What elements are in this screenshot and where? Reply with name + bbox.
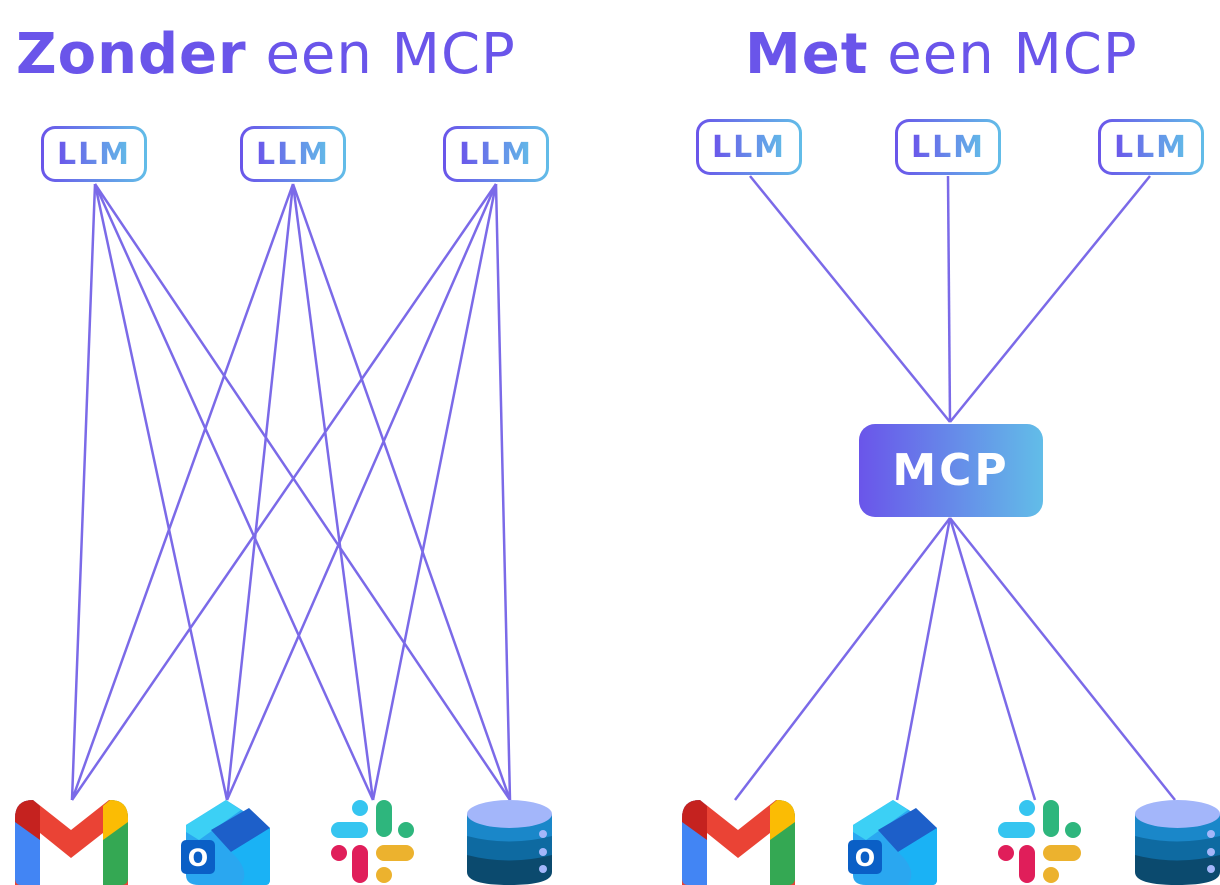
llm-box: LLM	[1098, 119, 1204, 175]
llm-service-line	[93, 183, 229, 801]
title-without-mcp: Zonder een MCP	[16, 22, 516, 87]
mcp-label: MCP	[892, 445, 1010, 496]
gmail-icon	[15, 800, 128, 885]
mcp-service-line	[949, 517, 1176, 801]
llm-label: LLM	[255, 136, 331, 172]
connection-lines	[70, 175, 1176, 801]
llm-service-line	[70, 183, 97, 801]
llm-box: LLM	[240, 126, 346, 182]
llm-box: LLM	[696, 119, 802, 175]
left-services	[15, 800, 552, 885]
llm-label: LLM	[56, 136, 132, 172]
llm-box: LLM	[443, 126, 549, 182]
title-bold: Met	[745, 22, 869, 87]
mcp-service-line	[895, 517, 952, 801]
llm-mcp-line	[749, 175, 951, 423]
database-icon	[1135, 800, 1220, 885]
gmail-icon	[682, 800, 795, 885]
title-rest: een MCP	[868, 22, 1138, 87]
mcp-hub: MCP	[859, 424, 1043, 517]
llm-mcp-line	[949, 175, 1151, 423]
llm-service-line	[225, 183, 295, 801]
llm-label: LLM	[1113, 129, 1189, 165]
llm-service-line	[93, 183, 512, 801]
llm-service-line	[291, 183, 375, 801]
mcp-service-line	[734, 517, 951, 801]
slack-icon	[998, 800, 1081, 883]
title-with-mcp: Met een MCP	[745, 22, 1138, 87]
llm-label: LLM	[910, 129, 986, 165]
llm-service-line	[70, 183, 498, 801]
slack-icon	[331, 800, 414, 883]
title-rest: een MCP	[246, 22, 516, 87]
mcp-service-line	[948, 517, 1037, 801]
outlook-icon	[848, 800, 937, 885]
llm-service-line	[494, 183, 512, 801]
right-services	[682, 800, 1220, 885]
llm-service-line	[93, 183, 375, 801]
llm-label: LLM	[458, 136, 534, 172]
database-icon	[467, 800, 552, 885]
outlook-icon	[181, 800, 270, 885]
llm-box: LLM	[41, 126, 147, 182]
llm-label: LLM	[711, 129, 787, 165]
llm-mcp-line	[946, 175, 952, 423]
llm-service-line	[225, 183, 498, 801]
llm-service-line	[70, 183, 295, 801]
llm-service-line	[371, 183, 498, 801]
llm-service-line	[291, 183, 512, 801]
title-bold: Zonder	[16, 22, 247, 87]
llm-box: LLM	[895, 119, 1001, 175]
